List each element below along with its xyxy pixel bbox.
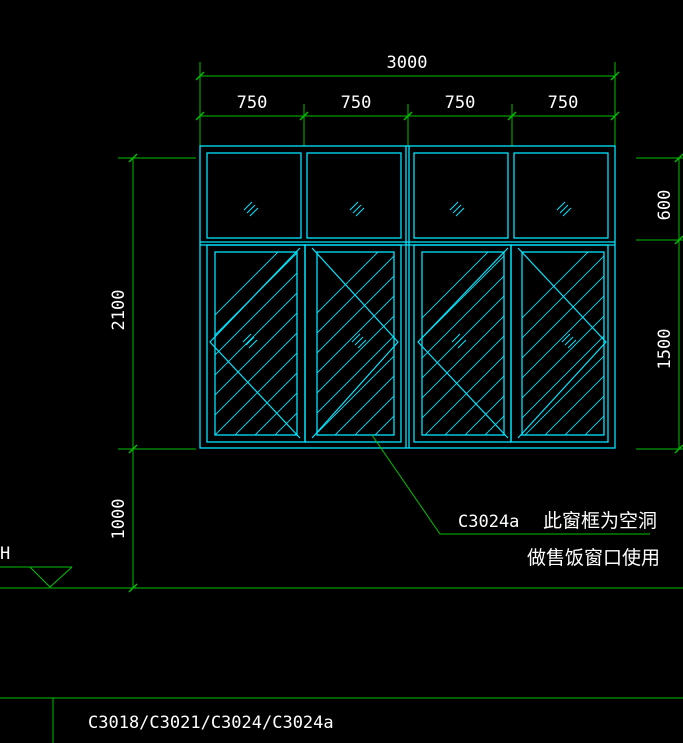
upper-pane-1: [206, 152, 302, 239]
annotation-line-2: 做售饭窗口使用: [527, 547, 660, 569]
window-codes-title: C3018/C3021/C3024/C3024a: [88, 713, 334, 733]
lower-sash-2: [304, 244, 402, 443]
upper-fixed-panes: [206, 152, 609, 239]
upper-pane-2: [306, 152, 402, 239]
hatch-sash-4: [522, 252, 604, 435]
opening-direction-lines: [209, 247, 607, 439]
upper-pane-4: [513, 152, 609, 239]
annotation-code: C3024a: [458, 512, 519, 532]
pane-width-label-4: 750: [548, 93, 579, 113]
window-frame: [199, 145, 616, 449]
glass-symbols: [242, 201, 577, 349]
upper-pane-3: [413, 152, 509, 239]
lower-sash-4: [510, 244, 609, 443]
total-height-label: 2100: [109, 290, 129, 331]
hatch-sash-2: [317, 252, 394, 435]
hatch-sash-1: [215, 252, 297, 435]
ground-line: [0, 566, 683, 589]
lower-height-label: 1500: [655, 329, 675, 370]
pane-width-label-3: 750: [445, 93, 476, 113]
hatch-sash-3: [422, 252, 504, 435]
top-dimensions: [195, 62, 620, 146]
right-dimensions: [636, 153, 683, 454]
left-dimensions: [118, 153, 196, 593]
annotation-leader: [371, 434, 650, 535]
level-marker-label: H: [0, 544, 10, 564]
sill-height-label: 1000: [109, 499, 129, 540]
title-block: [0, 697, 683, 743]
overall-width-label: 3000: [387, 53, 428, 73]
annotation-line-1: 此窗框为空洞: [543, 510, 657, 532]
pane-width-label-1: 750: [237, 93, 268, 113]
upper-height-label: 600: [655, 190, 675, 221]
pane-width-label-2: 750: [341, 93, 372, 113]
